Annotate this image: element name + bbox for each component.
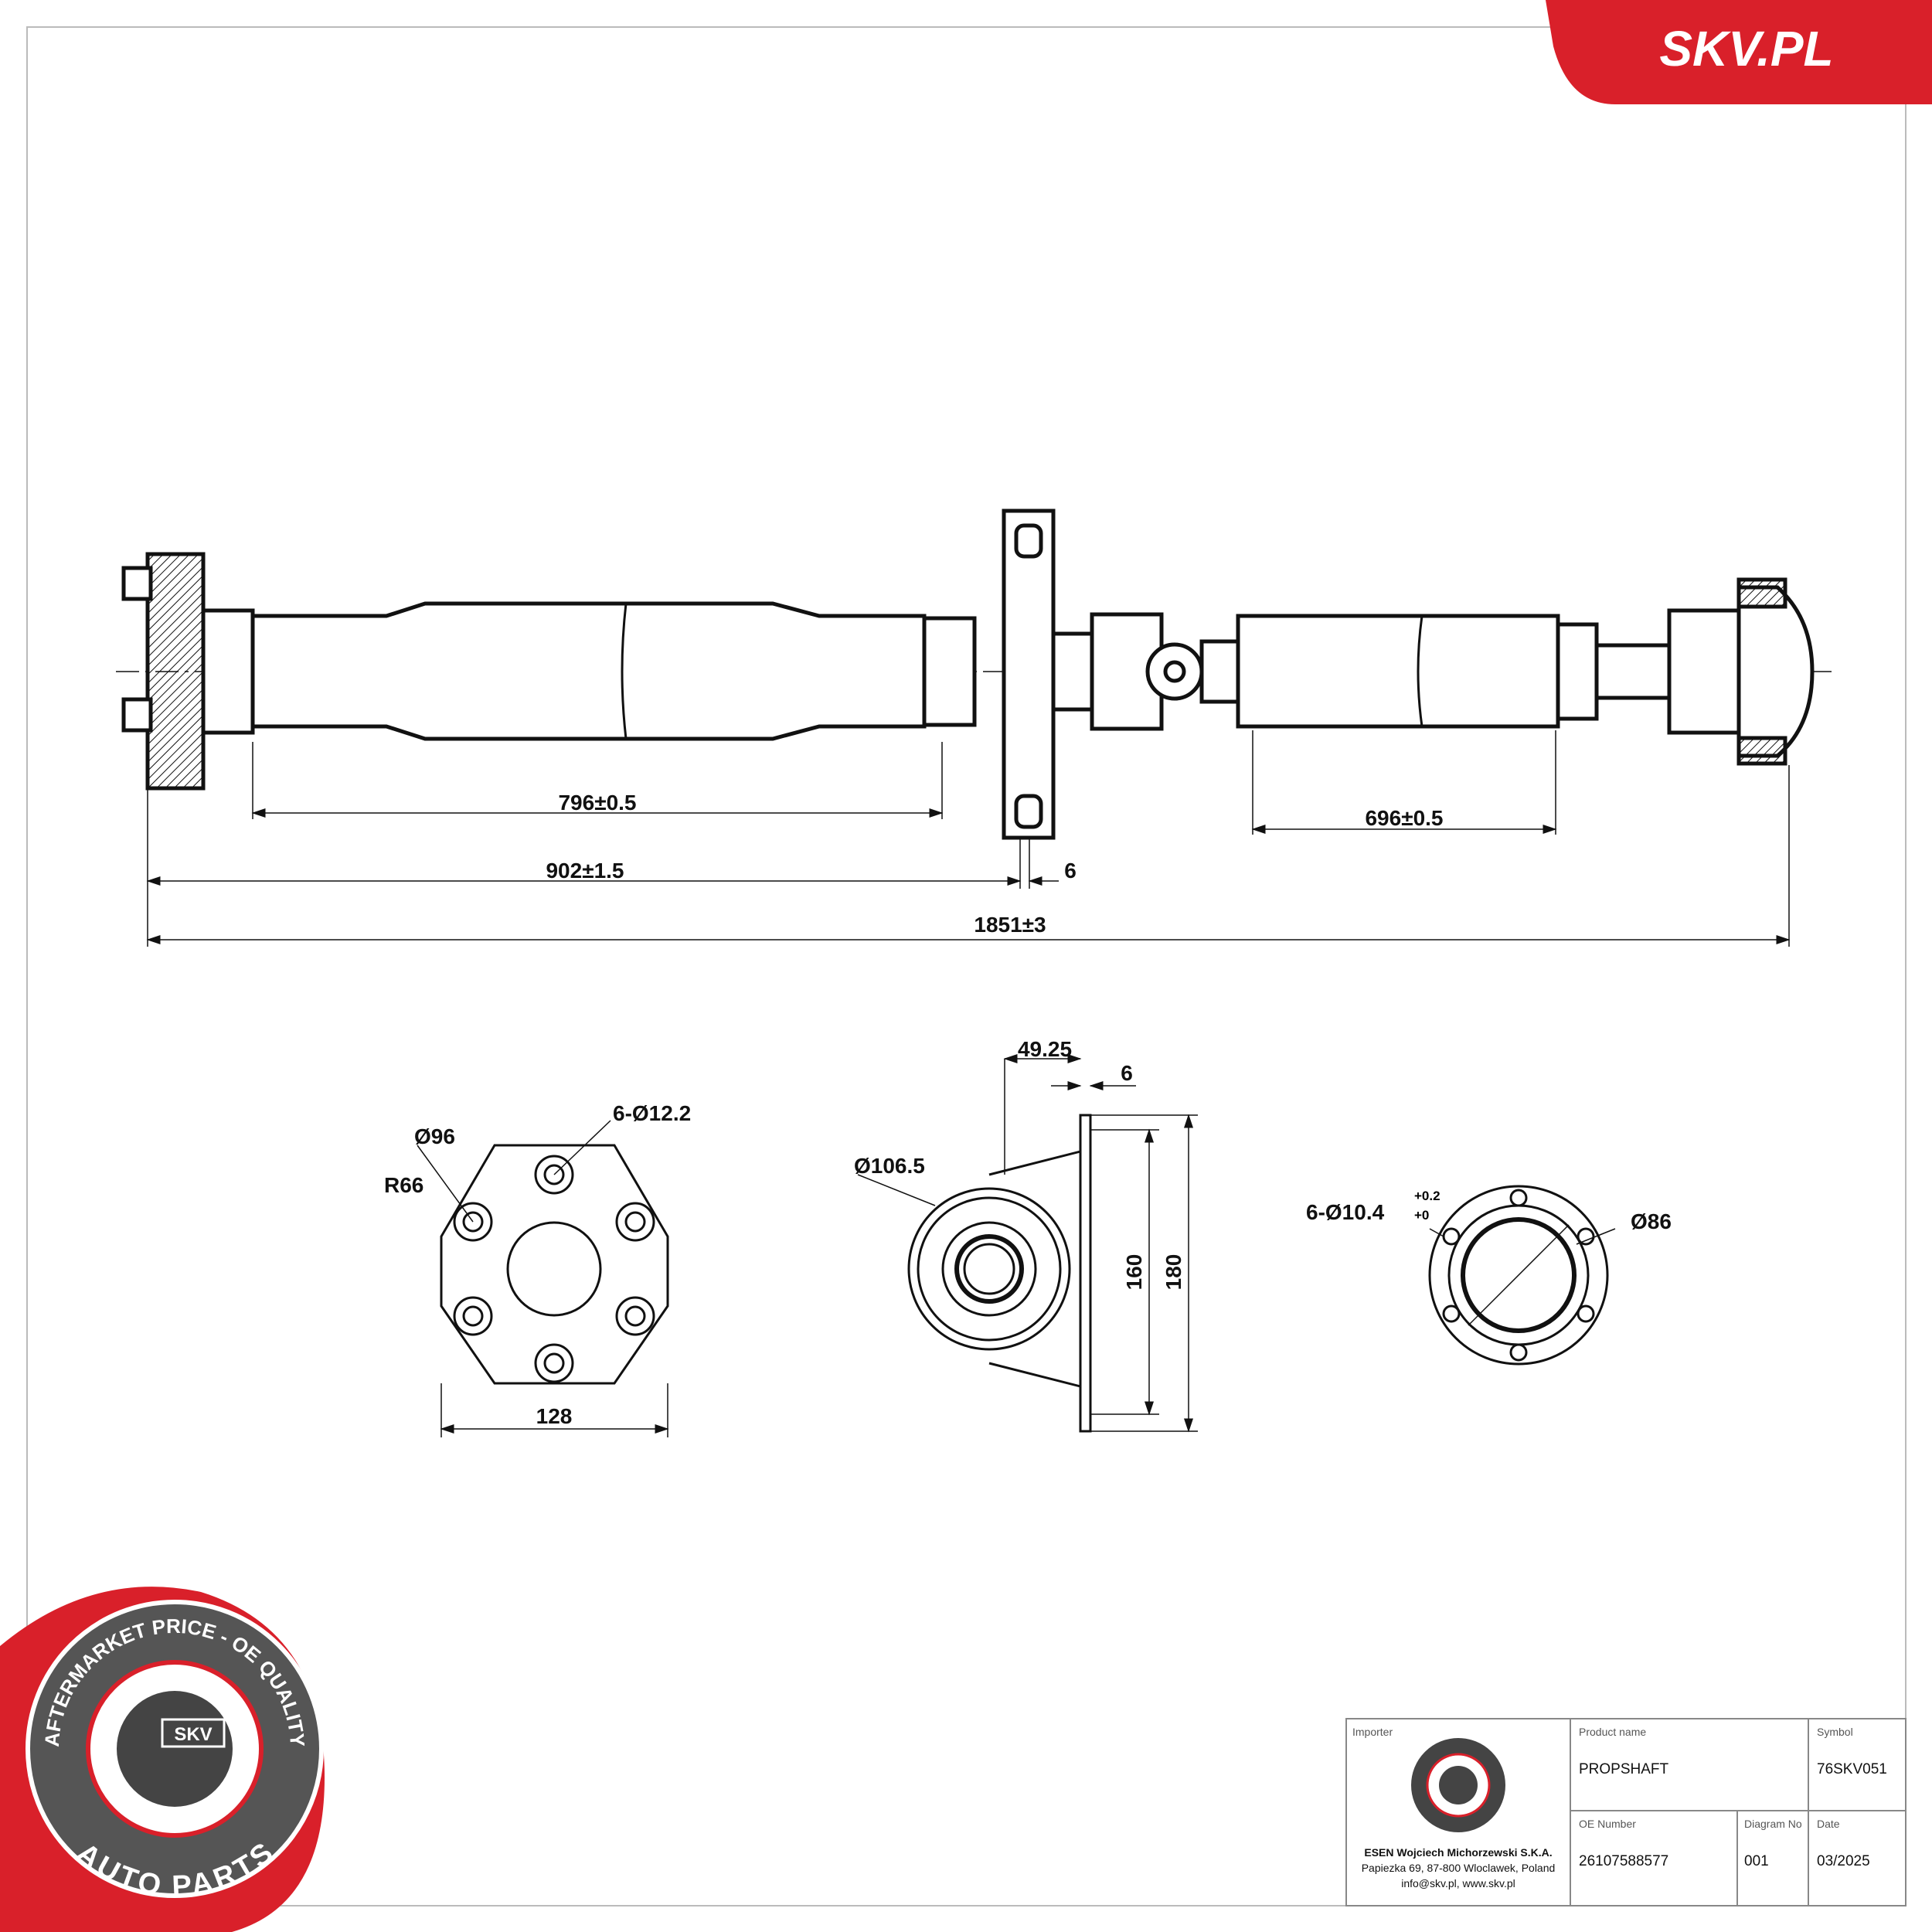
page-border	[26, 26, 1906, 1906]
center-bearing-view	[857, 1054, 1198, 1433]
dim-rear-tol-upper: +0.2	[1414, 1189, 1440, 1203]
brand-label: SKV.PL	[1659, 21, 1833, 77]
dim-bearing-plate: 6	[1121, 1061, 1133, 1085]
importer-address: Papiezka 69, 87-800 Wloclawek, Poland	[1362, 1862, 1556, 1874]
oe-number-label: OE Number	[1579, 1818, 1636, 1830]
date-label: Date	[1817, 1818, 1840, 1830]
propshaft-side-view	[116, 509, 1832, 840]
date-value: 03/2025	[1817, 1853, 1870, 1869]
symbol-label: Symbol	[1817, 1726, 1853, 1738]
dim-tube1-length: 796±0.5	[558, 791, 636, 815]
symbol-value: 76SKV051	[1817, 1761, 1887, 1777]
diagram-no: 001	[1744, 1853, 1769, 1869]
dim-bearing-offset: 49.25	[1018, 1037, 1072, 1061]
skv-badge-logo: SKV AFTERMARKET PRICE - OE QUALITY AUTO …	[0, 1587, 325, 1932]
dim-flange-holes: 6-Ø12.2	[613, 1101, 691, 1125]
dim-rear-flange-diameter: Ø86	[1631, 1209, 1672, 1233]
brand-tab: SKV.PL	[1546, 0, 1932, 104]
importer-contact: info@skv.pl, www.skv.pl	[1401, 1877, 1515, 1889]
dim-tube2-length: 696±0.5	[1365, 806, 1443, 830]
oe-number: 26107588577	[1579, 1853, 1668, 1869]
dim-front-length: 902±1.5	[546, 859, 624, 883]
dim-bearing-height: 180	[1162, 1254, 1185, 1291]
title-block	[1345, 1718, 1906, 1906]
front-flange	[145, 552, 206, 791]
flex-disc-view	[417, 1120, 669, 1437]
dim-rear-tol-lower: +0	[1414, 1208, 1429, 1223]
dim-flange-width: 128	[536, 1404, 573, 1428]
rear-joint	[1736, 585, 1815, 758]
diagram-no-label: Diagram No	[1744, 1818, 1802, 1830]
importer-label: Importer	[1352, 1726, 1393, 1738]
importer-name: ESEN Wojciech Michorzewski S.K.A.	[1364, 1846, 1552, 1859]
front-tube	[250, 601, 927, 741]
center-bearing	[1002, 509, 1056, 840]
badge-center: SKV	[174, 1724, 212, 1745]
rear-flange-view	[1428, 1185, 1616, 1366]
dim-flange-radius: R66	[384, 1173, 423, 1197]
dim-hole-circle: Ø96	[414, 1124, 455, 1148]
dim-total-length: 1851±3	[974, 913, 1046, 937]
dim-rear-flange-holes: 6-Ø10.4	[1306, 1200, 1385, 1224]
rear-tube	[1236, 614, 1560, 729]
product-name: PROPSHAFT	[1579, 1761, 1669, 1777]
dim-bearing-diameter: Ø106.5	[854, 1154, 925, 1178]
dim-bearing-hole-spacing: 160	[1122, 1254, 1146, 1291]
product-name-label: Product name	[1579, 1726, 1646, 1738]
dim-bracket-width: 6	[1064, 859, 1077, 883]
